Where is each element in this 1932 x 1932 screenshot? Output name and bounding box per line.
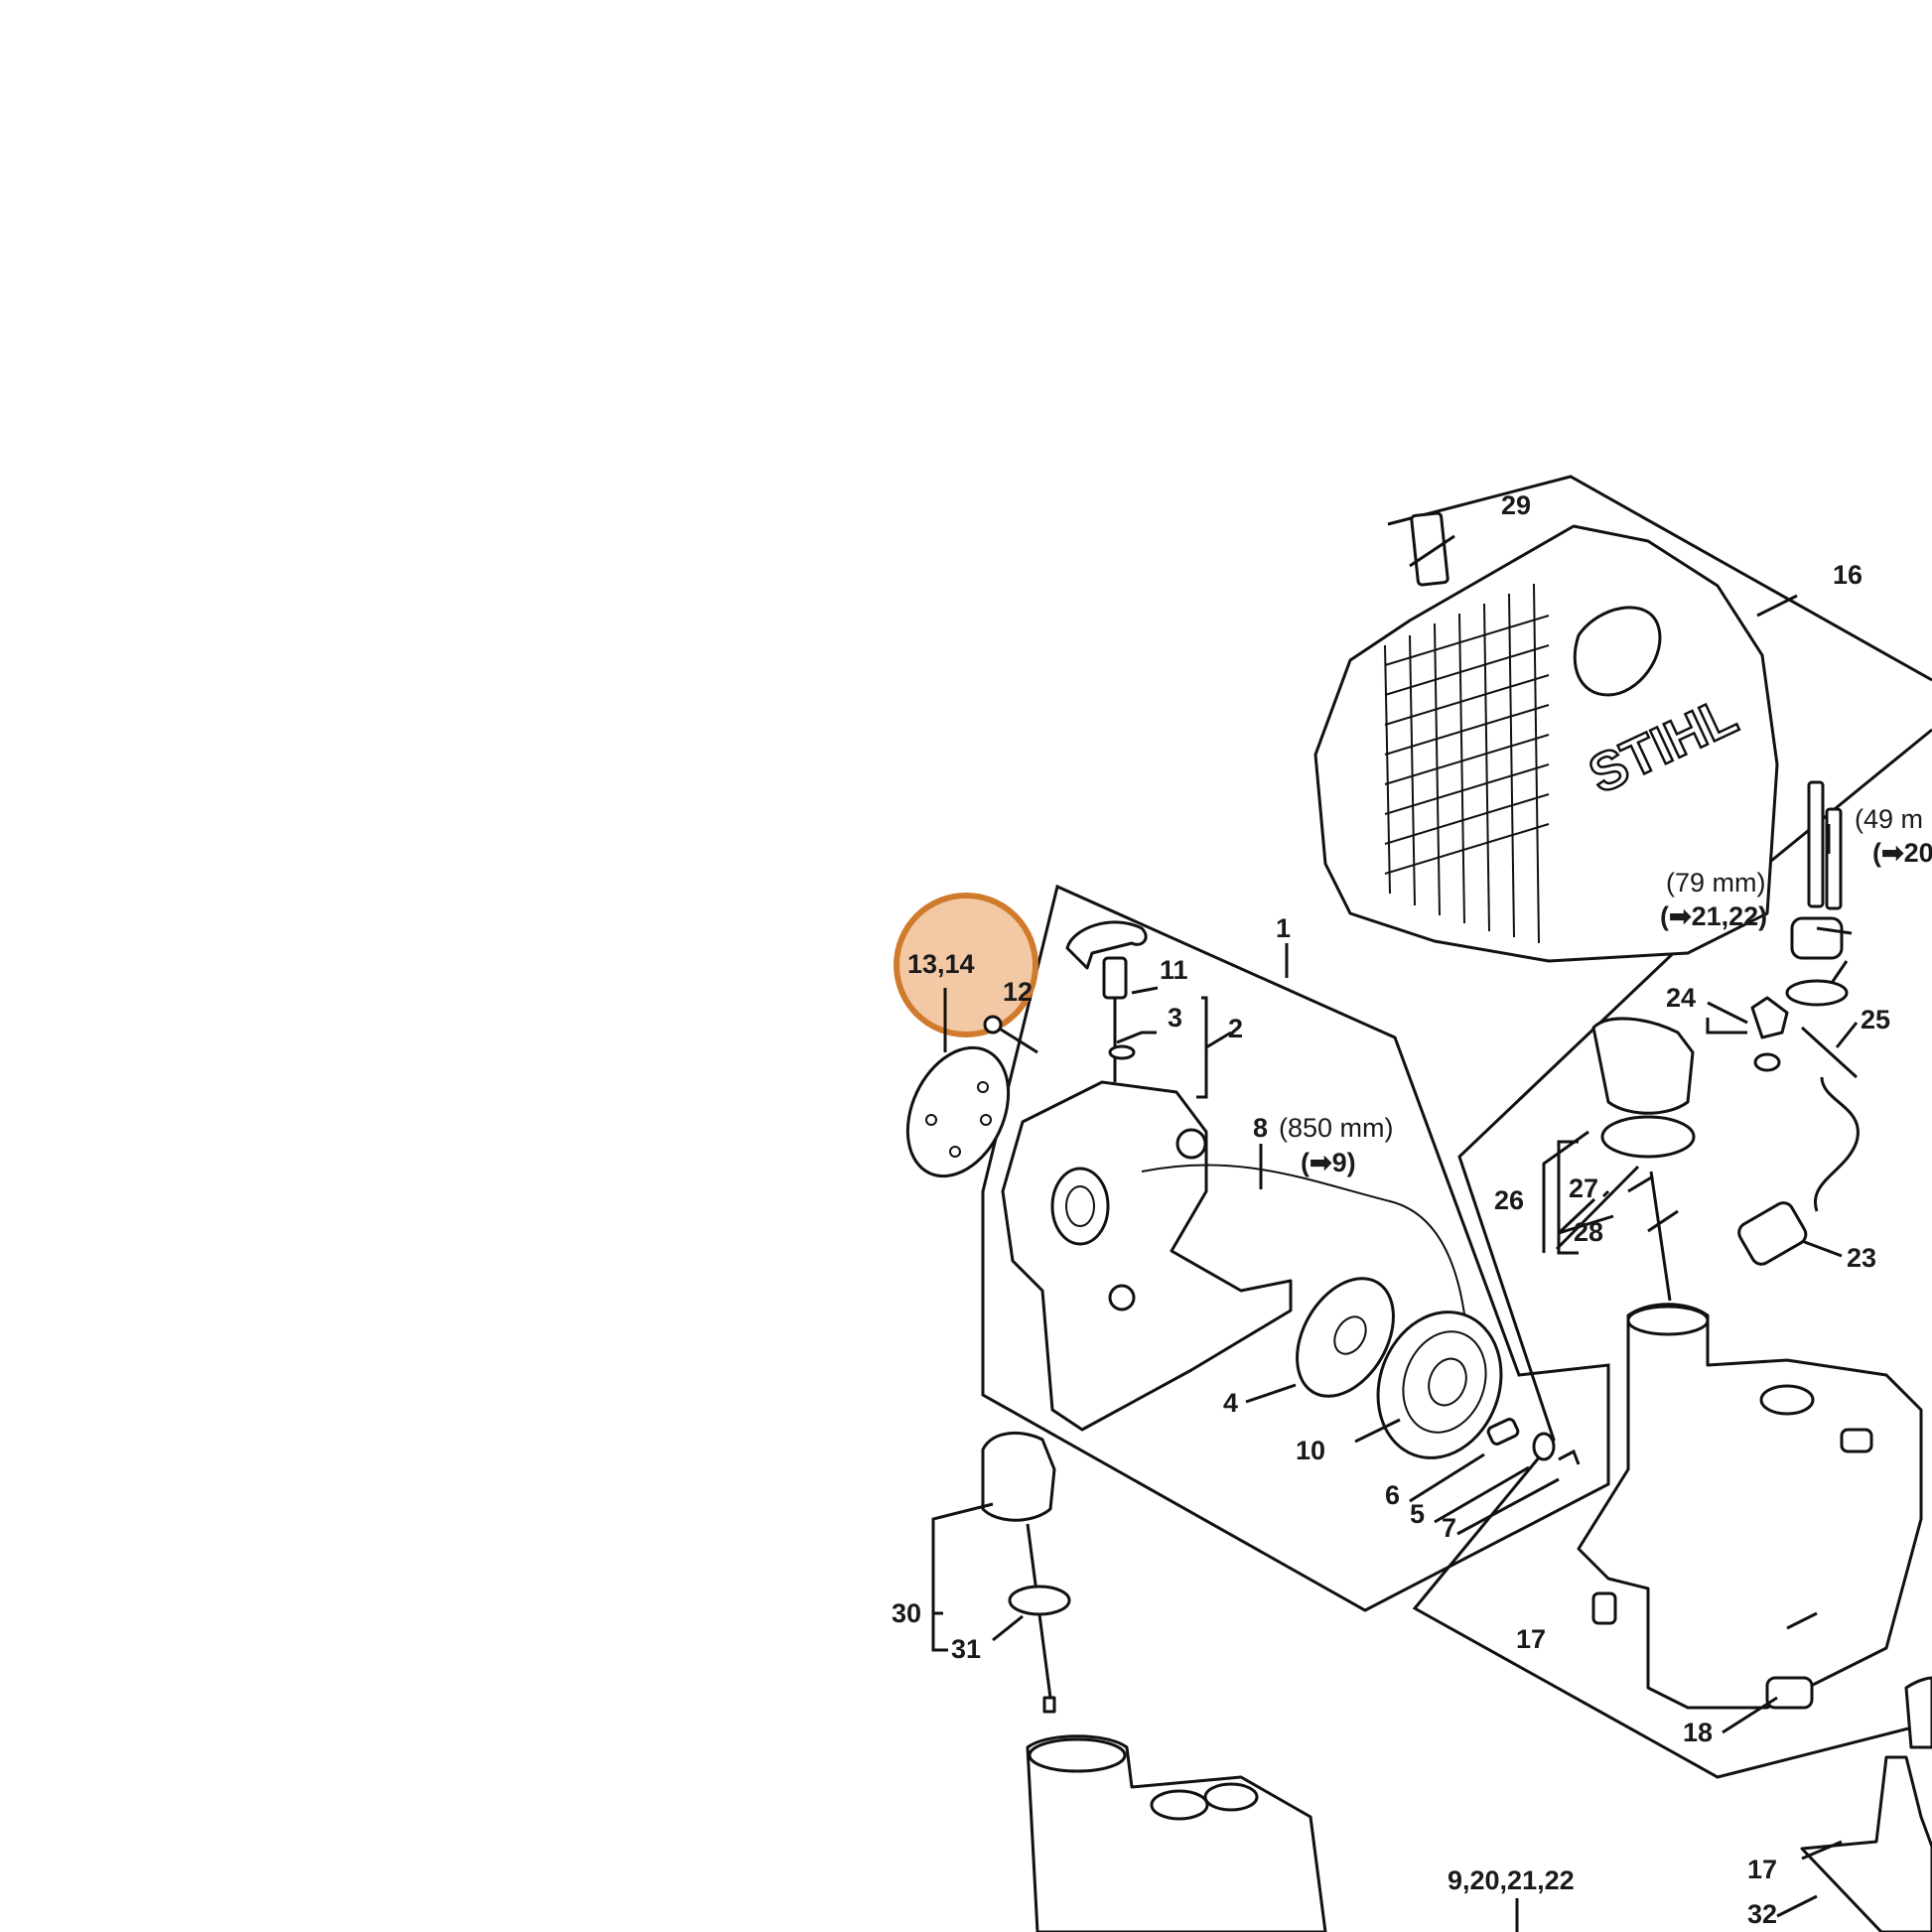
label-79mm-ref: (➡21,22) — [1660, 901, 1767, 931]
label-2: 2 — [1228, 1014, 1243, 1043]
lower-tank-part — [1026, 1734, 1327, 1932]
label-16: 16 — [1833, 560, 1863, 590]
label-31: 31 — [951, 1634, 981, 1664]
oil-cap-part — [981, 1431, 1071, 1714]
fuel-tank-part — [1577, 1303, 1923, 1710]
rope-part — [1141, 1164, 1470, 1391]
label-26: 26 — [1494, 1185, 1524, 1215]
label-17b: 17 — [1747, 1855, 1777, 1884]
label-6: 6 — [1385, 1480, 1400, 1510]
label-7: 7 — [1442, 1513, 1456, 1543]
label-30: 30 — [892, 1598, 921, 1628]
label-27: 27 — [1569, 1173, 1598, 1203]
lower-right-part — [1800, 1676, 1932, 1932]
engine-cover-part: STIHL — [1313, 524, 1779, 963]
label-8-length: (850 mm) — [1279, 1113, 1394, 1143]
pulley-part — [1296, 1277, 1395, 1398]
label-49mm-ref: (➡20 — [1872, 838, 1932, 868]
label-25: 25 — [1861, 1005, 1890, 1035]
label-17a: 17 — [1516, 1624, 1546, 1654]
highlight-circle — [894, 893, 1038, 1037]
decal-part — [1410, 511, 1449, 587]
label-28: 28 — [1574, 1217, 1603, 1247]
label-8: 8 — [1253, 1113, 1268, 1143]
starter-housing-part — [1001, 920, 1293, 1432]
label-12: 12 — [1003, 977, 1033, 1007]
label-18: 18 — [1683, 1718, 1713, 1747]
label-1: 1 — [1276, 913, 1291, 943]
label-13-14: 13,14 — [907, 949, 975, 979]
fuel-cap-part — [1591, 1017, 1696, 1302]
screw-part — [983, 1015, 1038, 1054]
label-29: 29 — [1501, 490, 1531, 520]
label-5: 5 — [1410, 1499, 1425, 1529]
label-8-ref: (➡9) — [1301, 1148, 1356, 1177]
disc-part — [905, 988, 1011, 1178]
label-11: 11 — [1160, 955, 1188, 985]
rope-rotor-part — [1376, 1311, 1503, 1459]
leader-lines — [931, 534, 1859, 1932]
pawl-parts — [1486, 1418, 1581, 1465]
label-23: 23 — [1847, 1243, 1876, 1273]
label-49mm: (49 m — [1855, 804, 1923, 834]
label-10: 10 — [1296, 1436, 1325, 1465]
callout-labels: 1 11 12 3 2 8 (850 mm) (➡9) 4 10 6 5 7 2… — [892, 490, 1932, 1929]
label-4: 4 — [1223, 1388, 1238, 1418]
label-32: 32 — [1747, 1899, 1777, 1929]
label-3: 3 — [1168, 1003, 1182, 1033]
label-24: 24 — [1666, 983, 1696, 1013]
label-79mm: (79 mm) — [1666, 868, 1766, 897]
label-9-20-21-22: 9,20,21,22 — [1448, 1865, 1575, 1895]
